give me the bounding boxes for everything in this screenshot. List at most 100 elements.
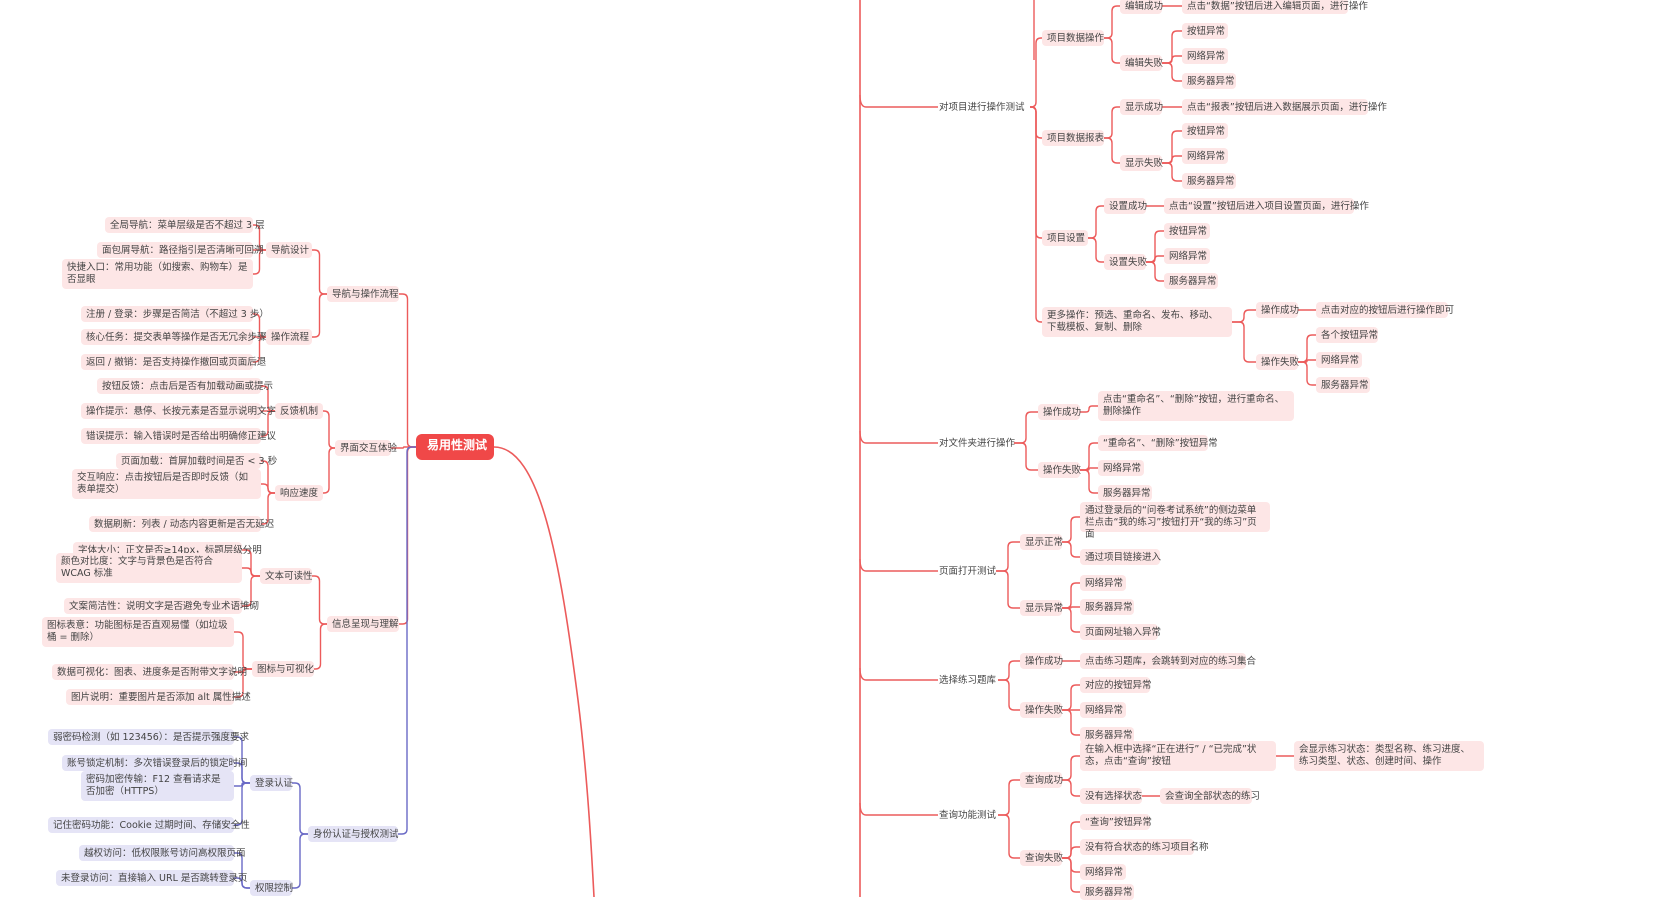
topic-node-R14[interactable]: 更多操作：预选、重命名、发布、移动、下载模板、复制、删除 — [1042, 307, 1232, 337]
topic-node-L12[interactable]: 操作流程 — [266, 329, 312, 345]
topic-node-b5[interactable]: 设置成功 — [1104, 198, 1147, 214]
topic-node-b6b[interactable]: 网络异常 — [1164, 248, 1210, 264]
topic-node-b6c[interactable]: 服务器异常 — [1164, 273, 1218, 289]
topic-node-f2c[interactable]: 网络异常 — [1080, 864, 1126, 880]
topic-node-a2[interactable]: 面包屑导航：路径指引是否清晰可回溯 — [97, 242, 264, 258]
topic-node-R13[interactable]: 项目设置 — [1042, 230, 1088, 246]
topic-node-d2b[interactable]: 服务器异常 — [1080, 599, 1134, 615]
topic-node-f1at[interactable]: 会显示练习状态：类型名称、练习进度、练习类型、状态、创建时间、操作 — [1294, 741, 1484, 771]
topic-node-a4[interactable]: 注册 / 登录：步骤是否简洁（不超过 3 步） — [81, 306, 269, 322]
topic-node-a11[interactable]: 交互响应：点击按钮后是否即时反馈（如表单提交） — [72, 469, 261, 499]
topic-node-a1[interactable]: 全局导航：菜单层级是否不超过 3 层 — [105, 217, 265, 233]
topic-node-b5t[interactable]: 点击“设置”按钮后进入项目设置页面，进行操作 — [1164, 198, 1369, 214]
topic-node-a21[interactable]: 密码加密传输：F12 查看请求是否加密（HTTPS） — [81, 771, 234, 801]
topic-node-c2b[interactable]: 网络异常 — [1098, 460, 1144, 476]
topic-node-a24[interactable]: 未登录访问：直接输入 URL 是否跳转登录页 — [56, 870, 247, 886]
topic-node-a9[interactable]: 错误提示：输入错误时是否给出明确修正建议 — [81, 428, 276, 444]
topic-node-d1[interactable]: 显示正常 — [1020, 534, 1063, 550]
topic-node-L32[interactable]: 图标与可视化 — [252, 661, 314, 677]
topic-node-b2[interactable]: 编辑失败 — [1120, 55, 1163, 71]
topic-node-R2[interactable]: 对文件夹进行操作 — [939, 438, 1016, 449]
topic-node-b1t[interactable]: 点击“数据”按钮后进入编辑页面，进行操作 — [1182, 0, 1368, 14]
topic-node-a10[interactable]: 页面加载：首屏加载时间是否 < 3 秒 — [116, 453, 277, 469]
root-topic[interactable]: 易用性测试 — [416, 434, 494, 460]
topic-node-e2b[interactable]: 网络异常 — [1080, 702, 1126, 718]
topic-node-R3[interactable]: 页面打开测试 — [939, 566, 997, 577]
topic-node-R11[interactable]: 项目数据操作 — [1042, 30, 1104, 46]
topic-node-b2b[interactable]: 网络异常 — [1182, 48, 1228, 64]
topic-node-L3[interactable]: 信息呈现与理解 — [327, 616, 399, 632]
topic-node-f1b[interactable]: 没有选择状态 — [1080, 788, 1142, 804]
topic-node-b3t[interactable]: 点击“报表”按钮后进入数据展示页面，进行操作 — [1182, 99, 1387, 115]
topic-node-b2a[interactable]: 按钮异常 — [1182, 23, 1228, 39]
topic-node-c1t[interactable]: 点击“重命名”、“删除”按钮，进行重命名、删除操作 — [1098, 391, 1294, 421]
topic-node-a23[interactable]: 越权访问：低权限账号访问高权限页面 — [79, 845, 246, 861]
topic-node-f1a[interactable]: 在输入框中选择“正在进行” / “已完成”状态，点击“查询”按钮 — [1080, 741, 1276, 771]
topic-node-f2d[interactable]: 服务器异常 — [1080, 884, 1134, 900]
topic-node-a20[interactable]: 账号锁定机制：多次错误登录后的锁定时间 — [62, 755, 248, 771]
topic-node-b6[interactable]: 设置失败 — [1104, 254, 1147, 270]
topic-node-a7[interactable]: 按钮反馈：点击后是否有加载动画或提示 — [97, 378, 273, 394]
topic-node-b8b[interactable]: 网络异常 — [1316, 352, 1362, 368]
topic-node-a17[interactable]: 数据可视化：图表、进度条是否附带文字说明 — [52, 664, 247, 680]
topic-node-a5[interactable]: 核心任务：提交表单等操作是否无冗余步骤 — [81, 329, 267, 345]
topic-node-a8[interactable]: 操作提示：悬停、长按元素是否显示说明文字 — [81, 403, 276, 419]
topic-node-d2[interactable]: 显示异常 — [1020, 600, 1063, 616]
topic-node-b8c[interactable]: 服务器异常 — [1316, 377, 1370, 393]
topic-node-L42[interactable]: 权限控制 — [250, 880, 293, 896]
topic-node-f1[interactable]: 查询成功 — [1020, 772, 1063, 788]
topic-node-L1[interactable]: 导航与操作流程 — [327, 286, 399, 302]
topic-node-d1a[interactable]: 通过登录后的“问卷考试系统”的侧边菜单栏点击“我的练习”按钮打开“我的练习”页面 — [1080, 502, 1270, 540]
topic-node-a14[interactable]: 颜色对比度：文字与背景色是否符合 WCAG 标准 — [56, 553, 242, 583]
topic-node-a16[interactable]: 图标表意：功能图标是否直观易懂（如垃圾桶 = 删除） — [42, 617, 234, 647]
topic-node-a22[interactable]: 记住密码功能：Cookie 过期时间、存储安全性 — [48, 817, 250, 833]
topic-node-e1t[interactable]: 点击练习题库，会跳转到对应的练习集合 — [1080, 653, 1256, 669]
topic-node-b8a[interactable]: 各个按钮异常 — [1316, 327, 1378, 343]
topic-node-a12[interactable]: 数据刷新：列表 / 动态内容更新是否无延迟 — [89, 516, 274, 532]
topic-node-L11[interactable]: 导航设计 — [266, 242, 312, 258]
topic-node-d2a[interactable]: 网络异常 — [1080, 575, 1126, 591]
topic-node-L4[interactable]: 身份认证与授权测试 — [308, 826, 399, 842]
topic-node-d1b[interactable]: 通过项目链接进入 — [1080, 549, 1161, 565]
topic-node-b6a[interactable]: 按钮异常 — [1164, 223, 1210, 239]
topic-node-L31[interactable]: 文本可读性 — [260, 568, 313, 584]
topic-node-R5[interactable]: 查询功能测试 — [939, 810, 997, 821]
topic-node-b4c[interactable]: 服务器异常 — [1182, 173, 1236, 189]
topic-node-R1[interactable]: 对项目进行操作测试 — [939, 102, 1025, 113]
topic-node-a15[interactable]: 文案简洁性：说明文字是否避免专业术语堆砌 — [64, 598, 259, 614]
topic-node-f1bt[interactable]: 会查询全部状态的练习 — [1160, 788, 1260, 804]
topic-node-a6[interactable]: 返回 / 撤销：是否支持操作撤回或页面后退 — [81, 354, 266, 370]
topic-node-L21[interactable]: 反馈机制 — [275, 403, 323, 419]
topic-node-f2a[interactable]: “查询”按钮异常 — [1080, 814, 1152, 830]
topic-node-L22[interactable]: 响应速度 — [275, 485, 323, 501]
topic-node-e2a[interactable]: 对应的按钮异常 — [1080, 677, 1152, 693]
topic-node-b4[interactable]: 显示失败 — [1120, 155, 1163, 171]
topic-node-b7[interactable]: 操作成功 — [1256, 302, 1299, 318]
topic-node-b4a[interactable]: 按钮异常 — [1182, 123, 1228, 139]
link-L3-L31 — [312, 575, 327, 625]
topic-node-f2[interactable]: 查询失败 — [1020, 850, 1063, 866]
topic-node-c2c[interactable]: 服务器异常 — [1098, 485, 1152, 501]
topic-node-L2[interactable]: 界面交互体验 — [335, 440, 397, 456]
topic-node-b7t[interactable]: 点击对应的按钮后进行操作即可 — [1316, 302, 1454, 318]
topic-node-c2[interactable]: 操作失败 — [1038, 462, 1081, 478]
link-L3-L32 — [314, 623, 327, 670]
topic-node-a19[interactable]: 弱密码检测（如 123456）：是否提示强度要求 — [48, 729, 249, 745]
topic-node-L41[interactable]: 登录认证 — [250, 775, 293, 791]
topic-node-b8[interactable]: 操作失败 — [1256, 354, 1299, 370]
topic-node-a3[interactable]: 快捷入口：常用功能（如搜索、购物车）是否显眼 — [62, 259, 253, 289]
topic-node-f2b[interactable]: 没有符合状态的练习项目名称 — [1080, 839, 1209, 855]
topic-node-b3[interactable]: 显示成功 — [1120, 99, 1163, 115]
topic-node-e1[interactable]: 操作成功 — [1020, 653, 1063, 669]
topic-node-a18[interactable]: 图片说明：重要图片是否添加 alt 属性描述 — [66, 689, 251, 705]
topic-node-c1[interactable]: 操作成功 — [1038, 404, 1081, 420]
topic-node-b1[interactable]: 编辑成功 — [1120, 0, 1163, 14]
topic-node-e2c[interactable]: 服务器异常 — [1080, 727, 1134, 743]
topic-node-b4b[interactable]: 网络异常 — [1182, 148, 1228, 164]
topic-node-b2c[interactable]: 服务器异常 — [1182, 73, 1236, 89]
topic-node-d2c[interactable]: 页面网址输入异常 — [1080, 624, 1161, 640]
topic-node-R12[interactable]: 项目数据报表 — [1042, 130, 1104, 146]
topic-node-e2[interactable]: 操作失败 — [1020, 702, 1063, 718]
topic-node-c2a[interactable]: “重命名”、“删除”按钮异常 — [1098, 435, 1218, 451]
topic-node-R4[interactable]: 选择练习题库 — [939, 675, 997, 686]
